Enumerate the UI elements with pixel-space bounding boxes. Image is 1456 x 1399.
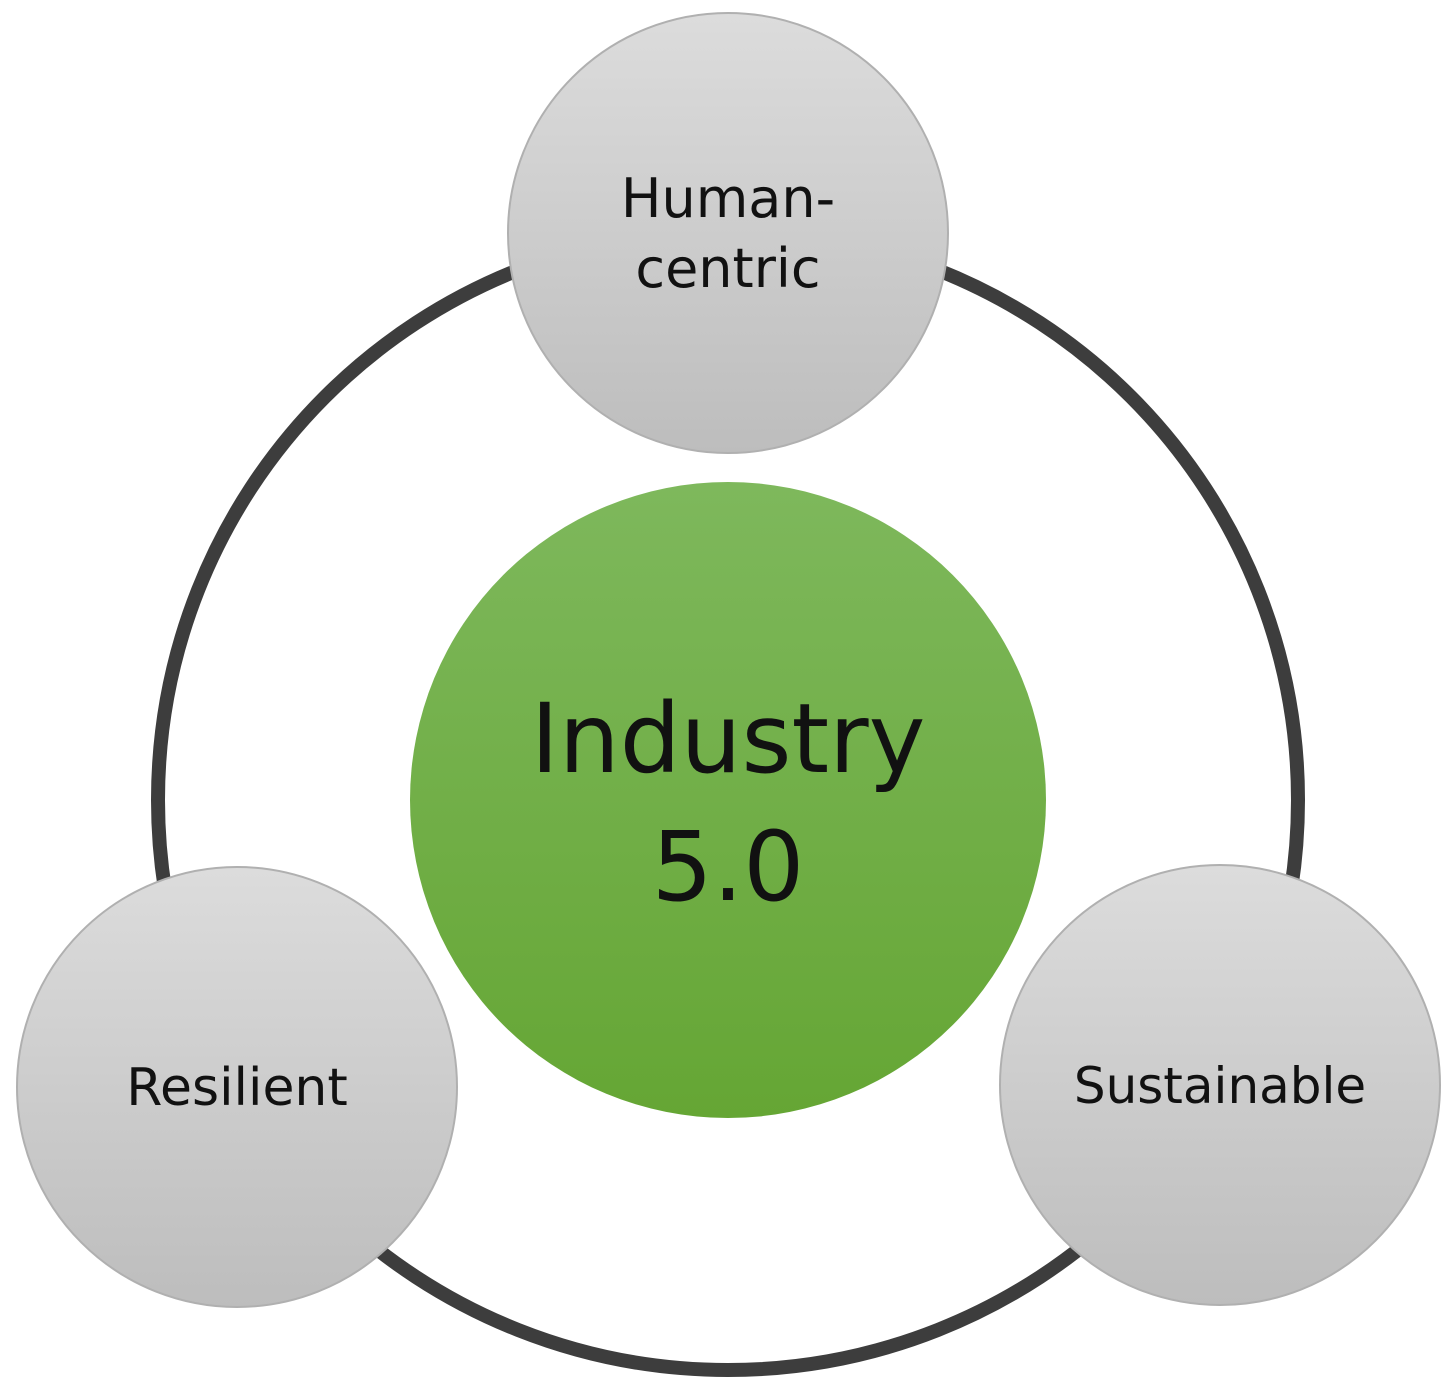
node-human-centric: Human- centric	[507, 12, 949, 454]
center-label-line1: Industry	[531, 683, 926, 795]
node-human-centric-line1: Human-	[621, 167, 835, 230]
node-human-centric-line2: centric	[635, 237, 820, 300]
node-resilient-circle	[16, 866, 458, 1308]
node-resilient: Resilient	[16, 866, 458, 1308]
node-sustainable-label: Sustainable	[1074, 1057, 1366, 1115]
center-circle	[410, 482, 1046, 1118]
node-sustainable-circle	[999, 864, 1441, 1306]
center-label-line2: 5.0	[652, 811, 805, 923]
node-resilient-label: Resilient	[126, 1058, 348, 1118]
node-sustainable: Sustainable	[999, 864, 1441, 1306]
node-human-centric-circle	[507, 12, 949, 454]
